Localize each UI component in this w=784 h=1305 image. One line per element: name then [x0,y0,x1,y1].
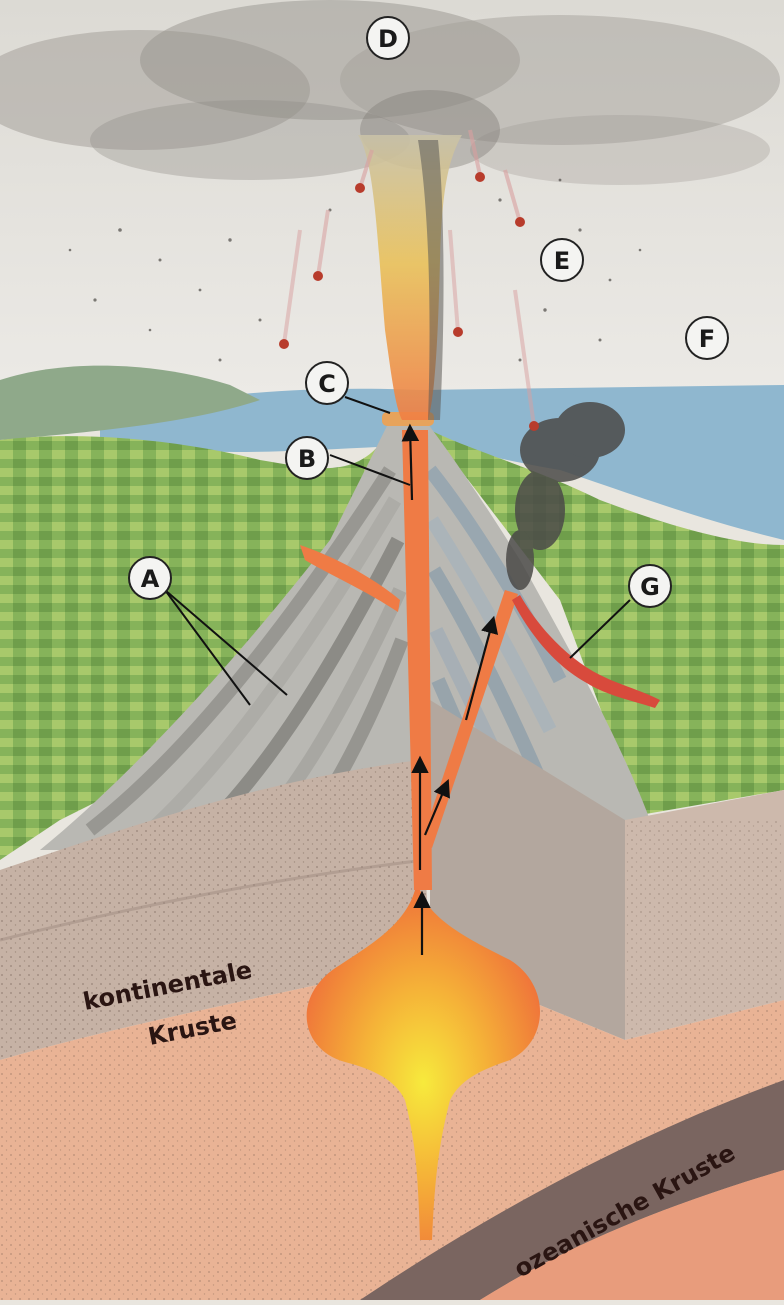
oceanic-lower-mantle [480,1170,784,1300]
label-A: A [128,556,172,600]
label-C: C [305,361,349,405]
landscape-left [0,430,390,860]
main-conduit [402,430,432,890]
svg-text:A: A [141,565,160,593]
svg-text:B: B [298,445,316,473]
leader-lines [164,396,631,706]
label-D: D [366,16,410,60]
volcanic-bombs [279,129,539,431]
magma-chamber [306,890,540,1240]
magma-flow-arrows [401,423,499,955]
svg-text:E: E [554,247,570,275]
svg-text:G: G [640,573,660,601]
label-E: E [540,238,584,282]
svg-text:D: D [378,25,398,53]
svg-text:F: F [699,325,715,353]
lava-flow [512,595,660,708]
oceanic-crust [360,1080,784,1300]
label-G: G [628,564,672,608]
label-F: F [685,316,729,360]
svg-text:C: C [318,370,336,398]
label-B: B [285,436,329,480]
side-vent-left [300,545,400,612]
distant-hills [0,365,260,440]
ash-particles [68,178,642,362]
side-vent-smoke [506,402,625,590]
